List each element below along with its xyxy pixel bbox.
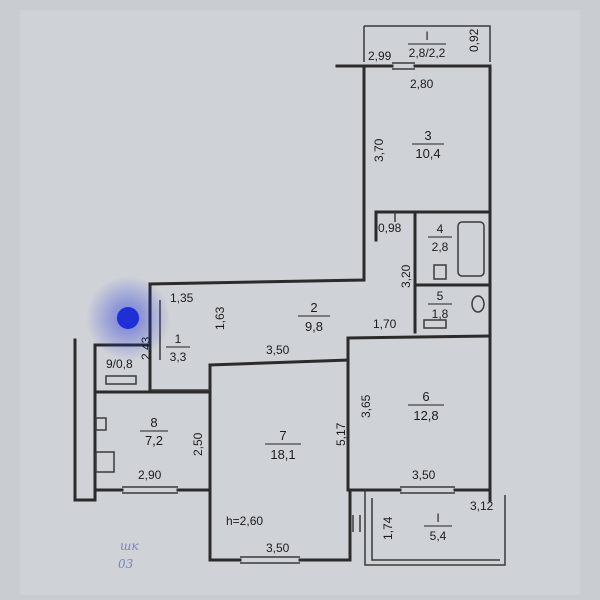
svg-text:I: I <box>436 511 439 525</box>
svg-text:2: 2 <box>310 300 317 315</box>
outer-walls <box>73 25 506 566</box>
svg-text:7,2: 7,2 <box>145 433 163 448</box>
dim-1-35: 1,35 <box>170 291 194 305</box>
stove <box>95 451 115 473</box>
svg-text:3: 3 <box>424 128 431 143</box>
dim-1-63: 1,63 <box>213 306 227 330</box>
balcony-bottom-outline <box>364 490 506 566</box>
svg-text:3,3: 3,3 <box>170 350 187 364</box>
bathtub <box>457 221 485 277</box>
dim-3-12: 3,12 <box>470 499 494 513</box>
dim-2-99: 2,99 <box>368 49 392 63</box>
marker-dot <box>117 307 139 329</box>
svg-text:I: I <box>425 29 428 43</box>
room-3: 3 10,4 <box>412 128 444 161</box>
svg-text:8: 8 <box>150 415 157 430</box>
room-8: 8 7,2 <box>140 415 168 448</box>
radiator-hall <box>105 375 137 385</box>
room-4: 4 2,8 <box>428 222 452 254</box>
dim-5-17: 5,17 <box>334 422 348 446</box>
toilet <box>471 295 485 313</box>
dim-0-98: 0,98 <box>378 221 402 235</box>
svg-text:2,8: 2,8 <box>432 240 449 254</box>
svg-text:1: 1 <box>175 332 182 346</box>
room-6: 6 12,8 <box>408 389 444 423</box>
svg-text:1,8: 1,8 <box>432 307 449 321</box>
room-2: 2 9,8 <box>298 300 330 334</box>
handwriting-line-1: шк <box>120 539 139 553</box>
svg-text:9/0,8: 9/0,8 <box>106 357 133 371</box>
svg-text:9,8: 9,8 <box>305 319 323 334</box>
svg-text:2,8/2,2: 2,8/2,2 <box>409 46 446 60</box>
room-balcony-bottom: I 5,4 <box>424 511 452 543</box>
svg-text:10,4: 10,4 <box>415 146 440 161</box>
dim-0-92: 0,92 <box>467 28 481 52</box>
dim-3-50-room7: 3,50 <box>266 541 290 555</box>
ceiling-height: h=2,60 <box>226 514 263 528</box>
dim-3-70: 3,70 <box>372 138 386 162</box>
dim-3-20: 3,20 <box>399 264 413 288</box>
dim-2-80: 2,80 <box>410 77 434 91</box>
dim-3-50-hall: 3,50 <box>266 343 290 357</box>
svg-text:18,1: 18,1 <box>270 447 295 462</box>
svg-text:5,4: 5,4 <box>430 529 447 543</box>
svg-text:4: 4 <box>437 222 444 236</box>
dim-1-74: 1,74 <box>381 516 395 540</box>
handwritten-notes: шк 03 <box>118 539 139 571</box>
dim-1-70: 1,70 <box>373 317 397 331</box>
room-9: 9/0,8 <box>106 357 133 371</box>
sink-bath <box>433 264 447 280</box>
room-7: 7 18,1 <box>265 428 301 462</box>
dim-3-50-room6: 3,50 <box>412 468 436 482</box>
svg-text:5: 5 <box>437 289 444 303</box>
room-balcony-top: I 2,8/2,2 <box>408 29 446 60</box>
dim-3-65: 3,65 <box>359 394 373 418</box>
location-marker[interactable] <box>86 276 170 360</box>
svg-text:12,8: 12,8 <box>413 408 438 423</box>
svg-text:7: 7 <box>279 428 286 443</box>
kitchen-sink <box>95 417 107 431</box>
room-1: 1 3,3 <box>166 332 190 364</box>
room-5: 5 1,8 <box>428 289 452 321</box>
handwriting-line-2: 03 <box>118 557 134 571</box>
balcony-top-wall <box>364 25 491 62</box>
dim-2-90: 2,90 <box>138 468 162 482</box>
dim-2-50: 2,50 <box>191 432 205 456</box>
svg-text:6: 6 <box>422 389 429 404</box>
fixtures <box>95 221 485 473</box>
radiator-wc <box>423 319 447 329</box>
